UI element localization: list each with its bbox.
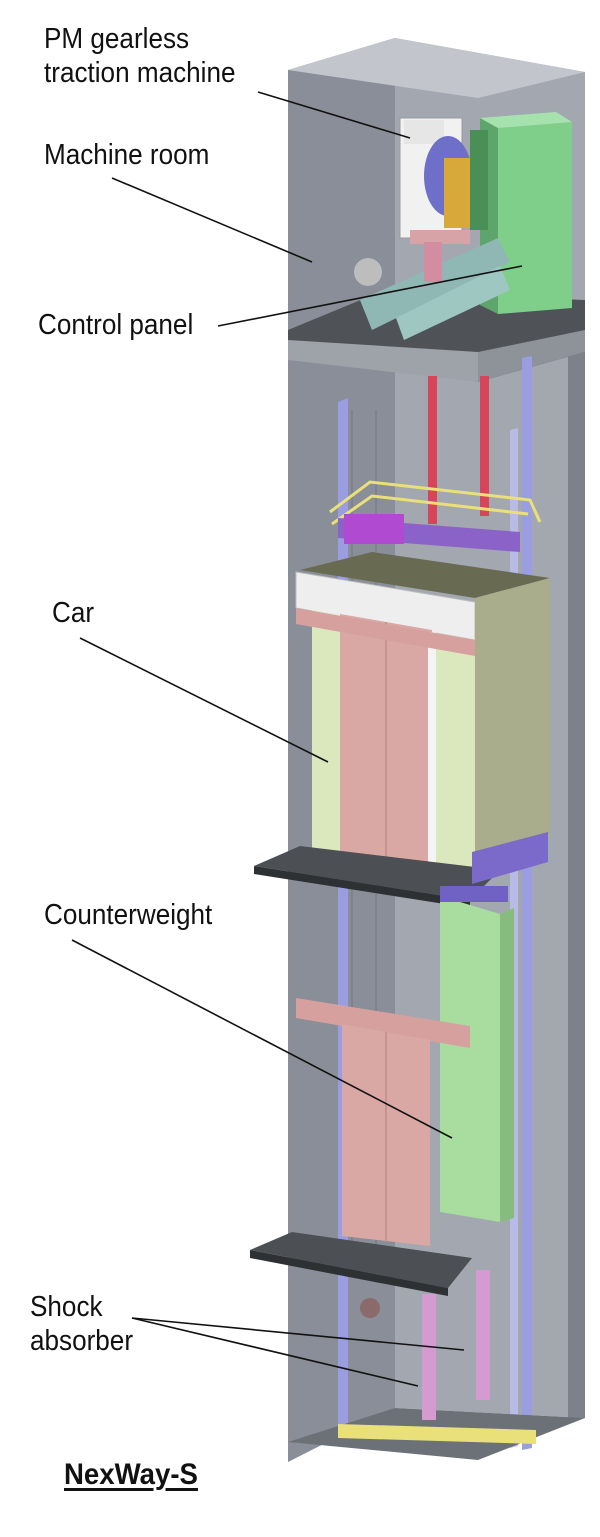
car-shock-absorber — [422, 1294, 436, 1420]
label-traction-machine-line2: traction machine — [44, 57, 236, 89]
label-traction-machine-line1: PM gearless — [44, 23, 190, 55]
compensation-sheave — [360, 1298, 380, 1318]
label-car: Car — [52, 597, 95, 629]
control-panel-cabinet — [498, 122, 572, 314]
shaft-top — [288, 38, 585, 98]
car-door-post — [428, 632, 436, 866]
leader-shock-1 — [131, 1317, 465, 1351]
diagram-title: NexWay-S — [64, 1458, 198, 1491]
car-top-header — [296, 608, 475, 656]
label-counterweight: Counterweight — [44, 899, 213, 931]
leader-pm — [257, 91, 411, 139]
machine-beam-2 — [396, 266, 510, 340]
traction-machine — [354, 117, 488, 286]
label-control-panel: Control panel — [38, 309, 194, 341]
landing-header — [296, 998, 470, 1048]
car-crosshead-block — [344, 514, 404, 544]
shaft-right-edge — [568, 300, 585, 1420]
cw-shock-absorber — [476, 1270, 490, 1400]
car-roof — [300, 552, 550, 598]
label-shock-absorber: Shock absorber — [30, 1290, 133, 1358]
car-safety-frame — [472, 832, 548, 884]
label-shock-absorber-line1: Shock — [30, 1291, 103, 1323]
counterweight-side — [500, 908, 514, 1222]
leader-control-panel — [217, 265, 523, 327]
label-shock-absorber-line2: absorber — [30, 1325, 134, 1357]
hoist-rope-2 — [480, 376, 489, 516]
car-guide-rail-left — [338, 398, 348, 1440]
counterweight-block — [440, 896, 500, 1222]
pit-buffer-frame — [338, 1424, 536, 1444]
label-machine-room: Machine room — [44, 139, 210, 171]
landing-sill — [250, 1232, 472, 1288]
machine-room-slab-front — [288, 340, 478, 382]
hoist-rope-1 — [428, 376, 437, 524]
machine-beam — [360, 238, 510, 330]
counterweight-frame — [440, 886, 508, 902]
control-panel-top — [480, 112, 572, 128]
leader-shock-2 — [131, 1317, 419, 1387]
label-traction-machine: PM gearless traction machine — [44, 22, 236, 90]
car-side — [475, 578, 550, 872]
car-platform-edge — [254, 866, 470, 908]
machine-room-slab-edge — [478, 330, 585, 382]
leader-counterweight — [71, 939, 453, 1139]
leader-car — [79, 637, 329, 763]
landing-sill-edge — [250, 1250, 448, 1296]
car-platform — [254, 846, 500, 900]
car-guide-rail-right — [522, 356, 532, 1450]
leader-lines — [71, 91, 523, 1387]
leader-machine-room — [111, 177, 313, 263]
